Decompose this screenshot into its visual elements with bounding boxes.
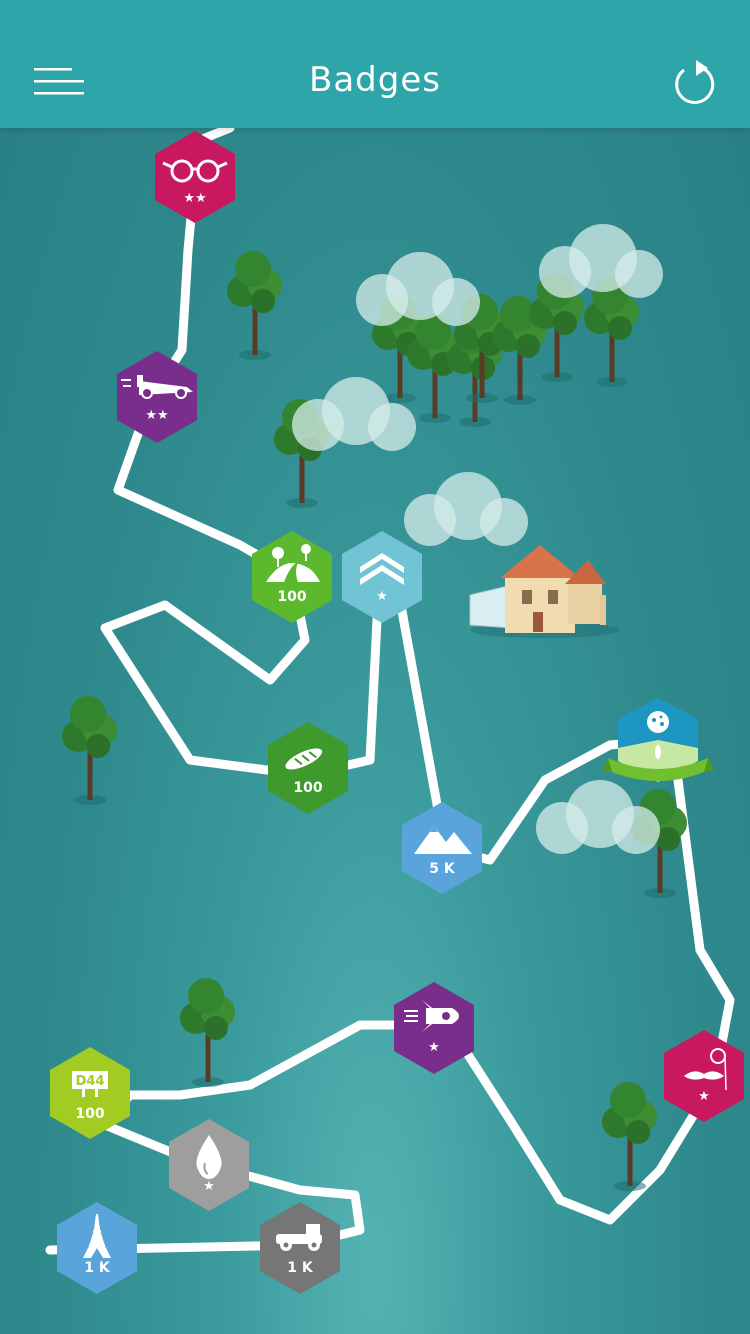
baguette-icon <box>285 748 323 770</box>
badge-stars: ★★ <box>145 408 168 423</box>
badge-label: 100 <box>277 589 306 605</box>
badge-label: 1 K <box>287 1260 314 1276</box>
badge-road-sign[interactable]: D44 100 <box>50 1047 130 1139</box>
vintage-car-icon <box>276 1224 322 1251</box>
countryside-road-icon <box>266 544 320 582</box>
mustache-monocle-icon <box>684 1048 727 1091</box>
badge-mustache[interactable]: ★ <box>664 1030 744 1122</box>
ribbon <box>608 758 708 781</box>
badge-stars: ★ <box>428 1040 440 1055</box>
badge-stars: ★ <box>203 1179 215 1194</box>
badge-countryside[interactable]: 100 <box>252 531 332 623</box>
badge-mountains[interactable]: 5 K <box>402 802 482 894</box>
badge-label: 100 <box>293 780 322 796</box>
badge-eco[interactable] <box>602 698 714 782</box>
rocket-icon <box>404 1000 459 1032</box>
badge-race-car[interactable]: ★★ <box>117 351 197 443</box>
badge-stars: ★ <box>698 1089 710 1104</box>
badge-vintage-car[interactable]: 1 K <box>260 1202 340 1294</box>
ladybug-leaf-icon <box>647 711 669 760</box>
badge-stars: ★ <box>376 589 388 604</box>
badge-fuel-drop[interactable]: ★ <box>169 1119 249 1211</box>
refresh-icon <box>675 60 715 104</box>
page-title: Badges <box>309 60 441 100</box>
refresh-button[interactable] <box>672 58 720 108</box>
chevron-rank-icon <box>360 553 404 585</box>
road-sign-text: D44 <box>76 1074 105 1089</box>
badge-label: 100 <box>75 1106 104 1122</box>
road-sign-icon: D44 <box>72 1071 108 1097</box>
water-drop-icon <box>196 1135 222 1179</box>
top-bar: Badges <box>0 0 750 128</box>
glasses-icon <box>162 159 228 183</box>
race-car-icon <box>121 375 193 399</box>
badge-label: 1 K <box>84 1260 111 1276</box>
badge-bread[interactable]: 100 <box>268 722 348 814</box>
house-illustration <box>469 545 620 638</box>
badge-stars: ★★ <box>183 191 206 206</box>
badge-rank[interactable]: ★ <box>342 531 422 623</box>
hamburger-menu-icon <box>34 68 84 95</box>
badge-rocket[interactable]: ★ <box>394 982 474 1074</box>
eiffel-tower-icon <box>83 1214 111 1258</box>
mountain-icon <box>414 826 472 854</box>
badge-paris[interactable]: 1 K <box>57 1202 137 1294</box>
badge-glasses[interactable]: ★★ <box>155 131 235 223</box>
menu-button[interactable] <box>34 66 86 98</box>
badge-label: 5 K <box>429 861 456 877</box>
